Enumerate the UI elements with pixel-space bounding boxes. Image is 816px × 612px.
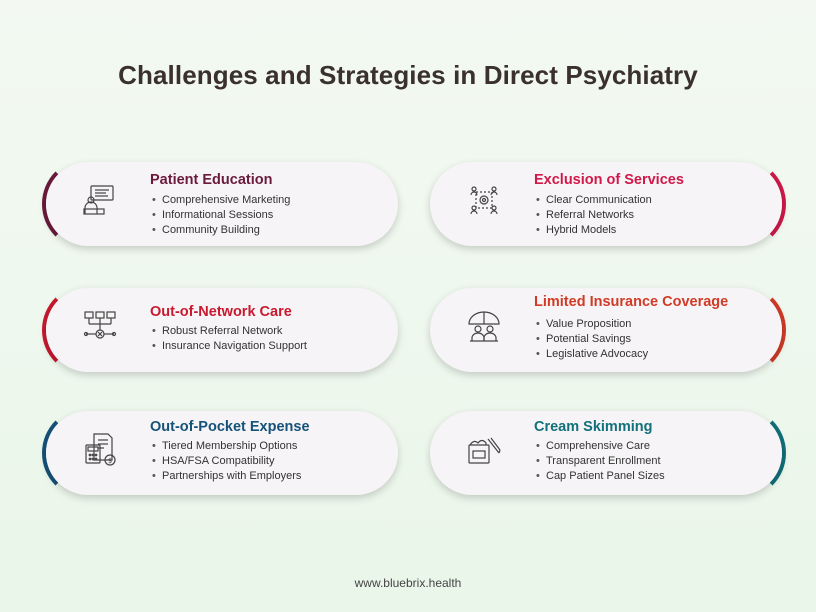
list-item: Comprehensive Marketing [152,193,290,208]
cream-jar-icon [466,431,502,467]
list-item: Legislative Advocacy [536,347,648,362]
list-item: Cap Patient Panel Sizes [536,469,665,484]
list-item: Informational Sessions [152,208,290,223]
list-item: Potential Savings [536,332,648,347]
card-heading: Limited Insurance Coverage [534,294,729,310]
card-accent-arc [42,158,402,250]
list-item: Referral Networks [536,208,652,223]
card-accent-arc [42,407,402,499]
card-cream-skimming: Cream Skimming Comprehensive Care Transp… [426,407,786,499]
footer-url: www.bluebrix.health [354,576,462,590]
card-heading: Patient Education [150,172,273,188]
list-item: Robust Referral Network [152,324,307,339]
network-icon [82,308,118,344]
strategy-list: Value Proposition Potential Savings Legi… [536,317,648,362]
page-title: Challenges and Strategies in Direct Psyc… [118,60,698,90]
card-heading: Out-of-Network Care [150,304,292,320]
list-item: Value Proposition [536,317,648,332]
svg-text:$: $ [108,457,112,465]
list-item: Tiered Membership Options [152,439,301,454]
strategy-list: Comprehensive Marketing Informational Se… [152,193,290,238]
service-network-icon [466,182,502,218]
card-out-of-pocket-expense: $ Out-of-Pocket Expense Tiered Membershi… [42,407,402,499]
list-item: HSA/FSA Compatibility [152,454,301,469]
strategy-list: Clear Communication Referral Networks Hy… [536,193,652,238]
presentation-icon [82,182,118,218]
card-heading: Exclusion of Services [534,172,684,188]
list-item: Insurance Navigation Support [152,339,307,354]
umbrella-family-icon [466,308,502,344]
strategy-list: Tiered Membership Options HSA/FSA Compat… [152,439,301,484]
list-item: Transparent Enrollment [536,454,665,469]
list-item: Community Building [152,223,290,238]
list-item: Comprehensive Care [536,439,665,454]
card-limited-insurance-coverage: Limited Insurance Coverage Value Proposi… [426,284,786,376]
strategy-list: Robust Referral Network Insurance Naviga… [152,324,307,354]
card-patient-education: Patient Education Comprehensive Marketin… [42,158,402,250]
card-out-of-network-care: Out-of-Network Care Robust Referral Netw… [42,284,402,376]
card-heading: Cream Skimming [534,419,653,435]
card-exclusion-of-services: Exclusion of Services Clear Communicatio… [426,158,786,250]
list-item: Partnerships with Employers [152,469,301,484]
card-accent-arc [426,284,786,376]
card-accent-arc [426,158,786,250]
card-heading: Out-of-Pocket Expense [150,419,310,435]
card-accent-arc [42,284,402,376]
strategy-list: Comprehensive Care Transparent Enrollmen… [536,439,665,484]
list-item: Hybrid Models [536,223,652,238]
card-accent-arc [426,407,786,499]
invoice-calculator-icon: $ [82,431,118,467]
list-item: Clear Communication [536,193,652,208]
